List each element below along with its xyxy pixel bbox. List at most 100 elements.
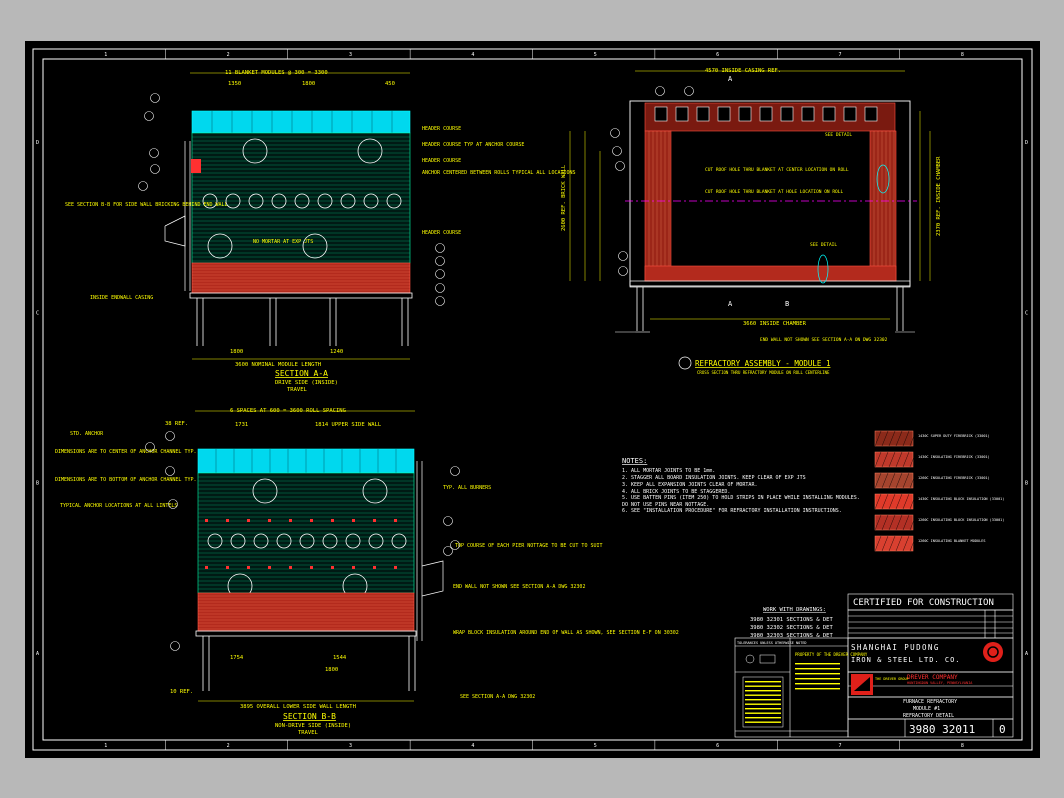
client-logo [983, 642, 1003, 662]
dim-450: 450 [385, 81, 395, 87]
zone-number-top: 1 [104, 52, 107, 58]
item-callout-bubble [435, 243, 445, 253]
brick-wall-body [191, 132, 411, 264]
zone-number-top: 7 [838, 52, 841, 58]
right-wall-brick [869, 130, 897, 282]
refractory-title: REFRACTORY ASSEMBLY - MODULE 1 [695, 359, 830, 368]
item-callout-bubble [435, 256, 445, 266]
roll-port [225, 193, 241, 209]
dim-bottom-1240: 1240 [330, 349, 343, 355]
item-callout-bubble [610, 128, 620, 138]
section-aa-bottom-dim: 3600 NOMINAL MODULE LENGTH [235, 362, 321, 368]
work-with-row-1: 3980 32301 SECTIONS & DET [750, 617, 833, 623]
section-bb-view: 6 SPACES AT 600 = 3600 ROLL SPACING 1731… [55, 408, 679, 736]
section-aa-top-dim: 11 BLANKET MODULES @ 300 = 3300 [225, 70, 328, 76]
bb-note-dims-center: DIMENSIONS ARE TO CENTER OF ANCHOR CHANN… [55, 449, 196, 455]
legend-label: 1430C INSULATING BLOCK INSULATION (33001… [918, 497, 1004, 501]
item-callout-bubble [165, 466, 175, 476]
material-legend: 1430C SUPER DUTY FIREBRICK (33001)1430C … [874, 430, 1004, 552]
roll-port [345, 533, 361, 549]
zone-number-top: 5 [594, 52, 597, 58]
note-1: 1. ALL MORTAR JOINTS TO BE 1mm. [622, 468, 715, 474]
zone-letter-left: B [36, 481, 39, 487]
bb-note-end-wall: END WALL NOT SHOWN SEE SECTION A-A DWG 3… [453, 584, 585, 590]
company-location: HUNTINGDON VALLEY, PENNSYLVANIA [907, 681, 973, 685]
item-callout-bubble [150, 164, 160, 174]
certified-for-construction: CERTIFIED FOR CONSTRUCTION [853, 598, 994, 608]
right-chamber-height: 2370 REF. INSIDE CHAMBER [936, 156, 942, 236]
refractory-bottom-dim: 3660 INSIDE CHAMBER [743, 321, 807, 327]
section-bb-bottom-dim: 3895 OVERALL LOWER SIDE WALL LENGTH [240, 704, 356, 710]
drever-logo: THE DREVER GROUP [851, 674, 909, 695]
zone-number-bottom: 3 [349, 743, 352, 749]
zone-number-bottom: 2 [227, 743, 230, 749]
bb-note-std-anchor: STD. ANCHOR [70, 431, 104, 437]
note-see-detail-2: SEE DETAIL [810, 242, 837, 248]
item-callout-bubble [615, 161, 625, 171]
roll-port [230, 533, 246, 549]
label-inside-endwall-casing: INSIDE ENDWALL CASING [90, 295, 153, 301]
bb-dim-1544: 1544 [333, 655, 347, 661]
zone-number-top: 6 [716, 52, 719, 58]
item-callout-bubble [149, 148, 159, 158]
logo-text: THE DREVER GROUP [875, 677, 909, 681]
note-4: 4. ALL BRICK JOINTS TO BE STAGGERED. [622, 489, 730, 495]
left-wall-brick [644, 130, 672, 282]
roll-port [248, 193, 264, 209]
item-callout-bubble [443, 516, 453, 526]
bb-note-wrap-block: WRAP BLOCK INSULATION AROUND END OF WALL… [453, 630, 679, 636]
burner-port [362, 478, 388, 504]
note-cut-roof-hole-2: CUT ROOF HOLE THRU BLANKET AT HOLE LOCAT… [705, 189, 843, 195]
desc-line-3: REFRACTORY DETAIL [903, 713, 954, 719]
roll-port [207, 533, 223, 549]
item-callout-bubble [450, 466, 460, 476]
note-cut-roof-hole-1: CUT ROOF HOLE THRU BLANKET AT CENTER LOC… [705, 167, 849, 173]
zone-letter-left: A [36, 651, 39, 657]
item-callout-bubble [618, 251, 628, 261]
roll-port [317, 193, 333, 209]
burner-block [191, 159, 201, 173]
client-line-1: SHANGHAI PUDONG [851, 643, 940, 652]
zone-number-bottom: 6 [716, 743, 719, 749]
roll-port [299, 533, 315, 549]
notes-heading: NOTES: [622, 457, 647, 465]
zone-number-top: 4 [471, 52, 474, 58]
zone-letter-left: D [36, 140, 39, 146]
item-callout-bubble [655, 86, 665, 96]
item-callout-bubble [435, 296, 445, 306]
item-callout-bubble [450, 540, 460, 550]
roll-port [271, 193, 287, 209]
note-5: 5. USE BATTEN PINS (ITEM 250) TO HOLD ST… [622, 495, 860, 508]
item-callout-bubble [684, 86, 694, 96]
dim-1350: 1350 [228, 81, 241, 87]
label-header-course-3: HEADER COURSE [422, 158, 461, 164]
section-bb-title: SECTION B-B [283, 712, 336, 721]
section-bb-sub2: TRAVEL [298, 730, 319, 736]
left-wall-height: 2600 REF. BRICK WALL [561, 164, 567, 231]
item-callout-bubble [138, 181, 148, 191]
bb-dim-1731: 1731 [235, 422, 248, 428]
item-callout-bubble [144, 111, 154, 121]
bb-note-see-section: SEE SECTION A-A DWG 32302 [460, 694, 535, 700]
zone-number-bottom: 5 [594, 743, 597, 749]
roof-blanket-modules [191, 110, 411, 134]
work-with-row-3: 3980 32303 SECTIONS & DET [750, 633, 833, 639]
item-callout-bubble [435, 269, 445, 279]
zone-letter-right: C [1025, 310, 1028, 316]
item-callout-bubble [170, 641, 180, 651]
item-callout-bubble [612, 146, 622, 156]
label-no-mortar: NO MORTAR AT EXP JTS [253, 239, 313, 245]
desc-line-2: MODULE #1 [913, 706, 940, 712]
work-with-heading: WORK WITH DRAWINGS: [763, 607, 826, 613]
revision: 0 [999, 723, 1006, 736]
cut-a-bottom: A [728, 300, 733, 308]
bb-dim-1814: 1814 UPPER SIDE WALL [315, 422, 382, 428]
bb-note-dims-bottom: DIMENSIONS ARE TO BOTTOM OF ANCHOR CHANN… [55, 477, 196, 483]
section-bb-sub1: NON-DRIVE SIDE (INSIDE) [275, 723, 351, 729]
burner-port [302, 233, 328, 259]
bb-note-all-burners: TYP. ALL BURNERS [443, 485, 491, 491]
cut-b-bottom: B [785, 300, 789, 308]
label-header-course-1: HEADER COURSE [422, 126, 461, 132]
